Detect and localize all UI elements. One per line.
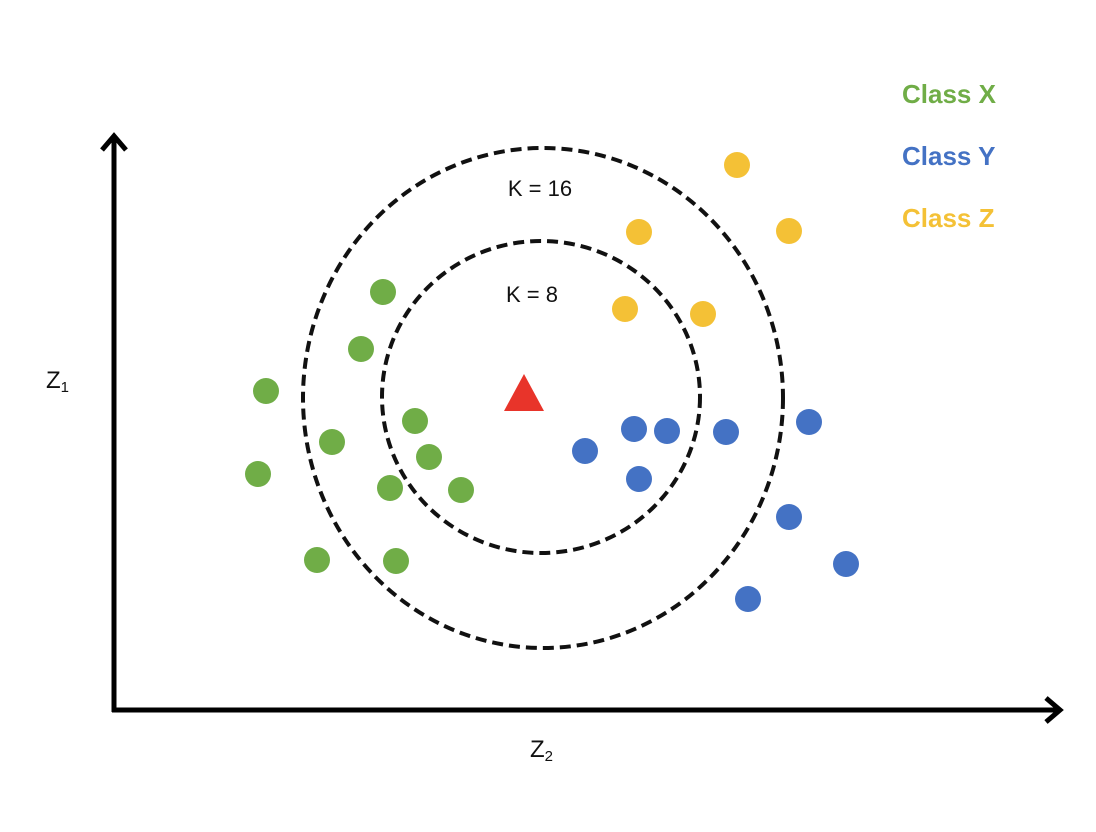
class-y-point xyxy=(833,551,859,577)
class-y-point xyxy=(626,466,652,492)
legend-class-y: Class Y xyxy=(902,141,995,171)
y-axis-label-main: Z xyxy=(46,367,61,394)
class-z-point xyxy=(612,296,638,322)
class-x-point xyxy=(348,336,374,362)
class-x-point xyxy=(448,477,474,503)
legend: Class X Class Y Class Z xyxy=(902,79,997,233)
class-x-point xyxy=(319,429,345,455)
x-axis-label-subscript: 2 xyxy=(545,748,553,765)
x-axis-arrowhead xyxy=(1044,696,1064,724)
ring-k8 xyxy=(380,239,702,555)
class-x-point xyxy=(383,548,409,574)
ring-k16 xyxy=(301,146,785,650)
ring-label-k8: K = 8 xyxy=(506,282,558,307)
class-y-point xyxy=(776,504,802,530)
class-z-points xyxy=(612,152,802,327)
class-y-points xyxy=(572,409,859,612)
y-axis-label-subscript: 1 xyxy=(61,379,69,396)
y-axis-label: Z1 xyxy=(46,367,69,396)
class-y-point xyxy=(796,409,822,435)
class-y-point xyxy=(654,418,680,444)
class-x-point xyxy=(402,408,428,434)
class-z-point xyxy=(776,218,802,244)
class-x-point xyxy=(377,475,403,501)
neighborhood-rings xyxy=(301,146,785,650)
class-y-point xyxy=(735,586,761,612)
x-axis-label-main: Z xyxy=(530,736,545,763)
legend-class-z: Class Z xyxy=(902,203,995,233)
class-y-point xyxy=(713,419,739,445)
class-x-point xyxy=(253,378,279,404)
class-x-point xyxy=(416,444,442,470)
legend-class-x: Class X xyxy=(902,79,997,109)
x-axis-label: Z2 xyxy=(530,736,553,765)
axes xyxy=(100,132,1064,724)
class-x-point xyxy=(245,461,271,487)
class-x-points xyxy=(245,279,474,574)
class-y-point xyxy=(621,416,647,442)
class-z-point xyxy=(690,301,716,327)
class-y-point xyxy=(572,438,598,464)
class-z-point xyxy=(626,219,652,245)
class-x-point xyxy=(370,279,396,305)
ring-label-k16: K = 16 xyxy=(508,176,572,201)
query-point-triangle-icon xyxy=(504,374,544,411)
y-axis-arrowhead xyxy=(100,132,128,152)
class-x-point xyxy=(304,547,330,573)
class-z-point xyxy=(724,152,750,178)
